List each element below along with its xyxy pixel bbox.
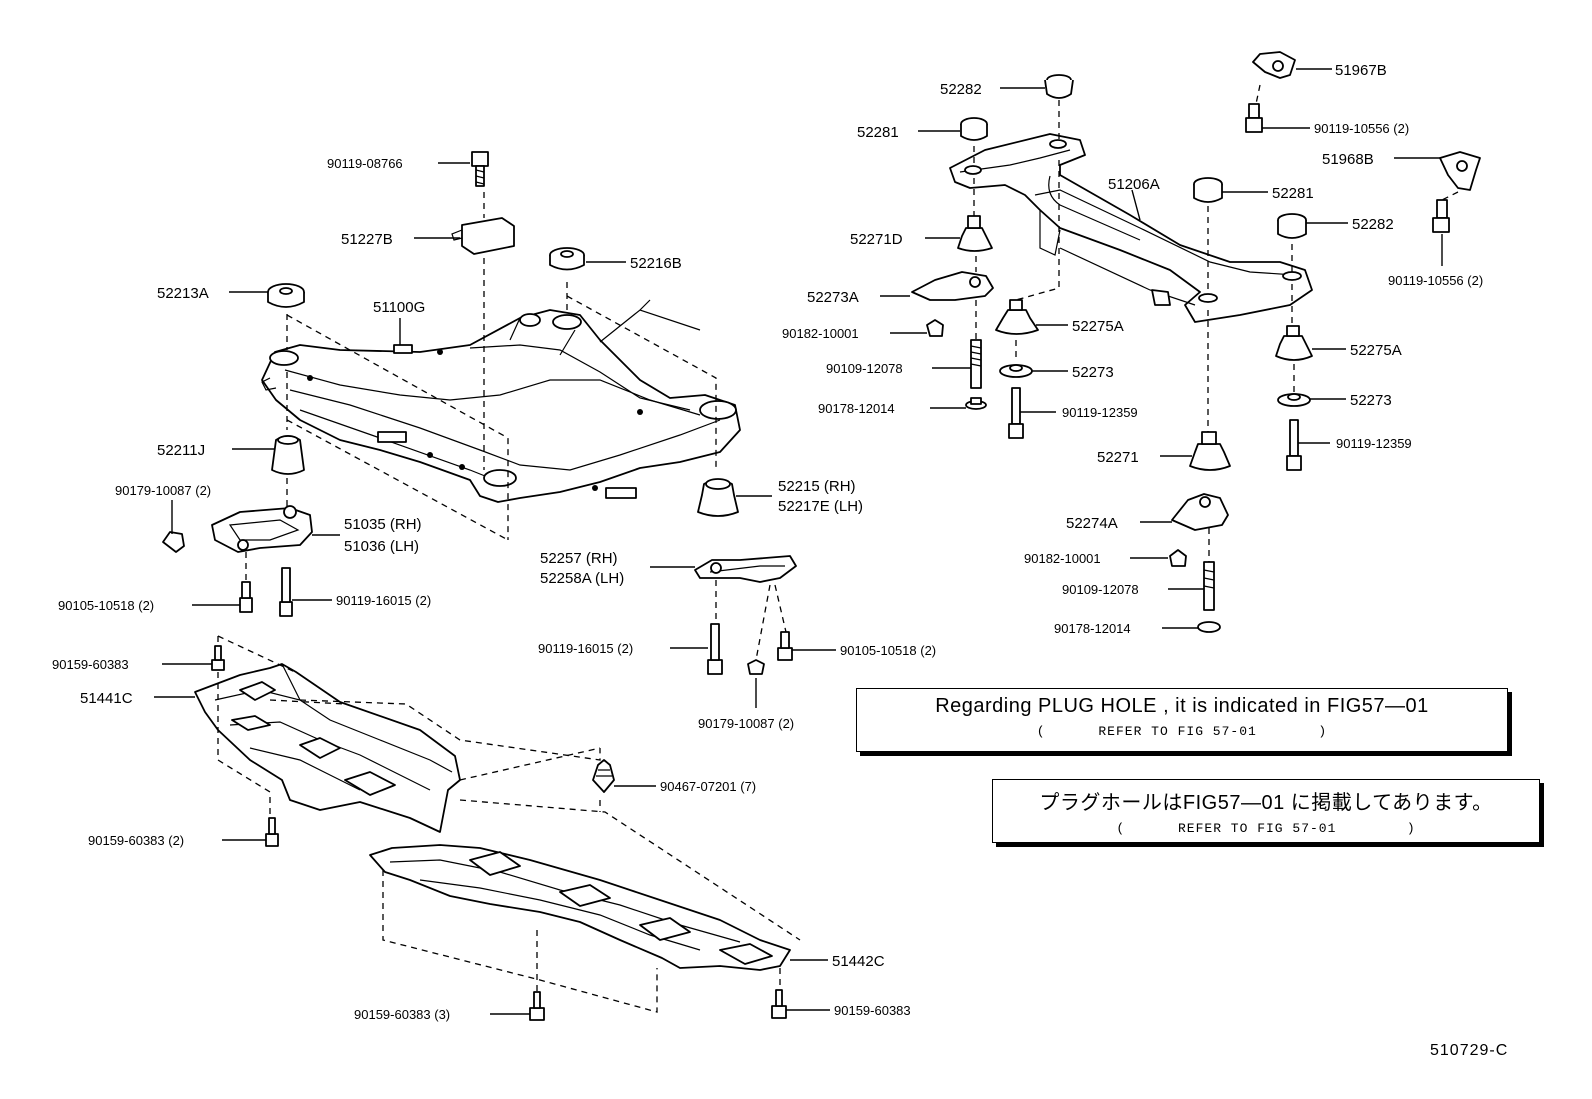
rear-member-cushions: [957, 74, 1313, 471]
label-90109-12078: 90109-12078: [1062, 582, 1139, 597]
label-90159-60383: 90159-60383 (3): [354, 1007, 450, 1022]
japanese-note-text: プラグホールはFIG57—01 に掲載してあります。: [1039, 792, 1493, 814]
label-52273A: 52273A: [807, 289, 859, 306]
label-51227B: 51227B: [341, 231, 393, 248]
rear-suspension-member: [949, 133, 1313, 323]
label-90119-12359: 90119-12359: [1336, 436, 1412, 451]
label-51036: 51036 (LH): [344, 538, 419, 555]
label-90159-60383: 90159-60383 (2): [88, 833, 184, 848]
label-90179-10087: 90179-10087 (2): [698, 716, 794, 731]
engine-under-cover-51441C: [194, 663, 461, 833]
label-90119-16015: 90119-16015 (2): [538, 641, 633, 656]
front-member-brackets: [162, 505, 797, 583]
label-90467-07201: 90467-07201 (7): [660, 779, 756, 794]
label-52271D: 52271D: [850, 231, 903, 248]
label-90119-12359: 90119-12359: [1062, 405, 1138, 420]
label-90119-10556: 90119-10556 (2): [1314, 121, 1409, 136]
front-fasteners: [239, 151, 793, 675]
japanese-reference-note: プラグホールはFIG57—01 に掲載してあります。 ( REFER TO FI…: [992, 779, 1540, 843]
label-90182-10001: 90182-10001: [1024, 551, 1101, 566]
part-labels: 52282 51967B 52281 90119-10556 (2) 51968…: [52, 62, 1483, 1022]
label-52258A: 52258A (LH): [540, 570, 624, 587]
label-52213A: 52213A: [157, 285, 209, 302]
label-51206A: 51206A: [1108, 176, 1160, 193]
label-90178-12014: 90178-12014: [1054, 621, 1131, 636]
label-90109-12078: 90109-12078: [826, 361, 903, 376]
rear-guide-lines: [973, 84, 1459, 562]
label-52215: 52215 (RH): [778, 478, 856, 495]
label-90178-12014: 90178-12014: [818, 401, 895, 416]
label-52275A: 52275A: [1350, 342, 1402, 359]
label-52273: 52273: [1072, 364, 1114, 381]
label-90159-60383: 90159-60383: [52, 657, 129, 672]
english-reference-note: Regarding PLUG HOLE , it is indicated in…: [856, 688, 1508, 752]
label-90159-60383: 90159-60383: [834, 1003, 911, 1018]
label-52271: 52271: [1097, 449, 1139, 466]
label-90119-16015: 90119-16015 (2): [336, 593, 431, 608]
front-suspension-member: [261, 299, 741, 503]
engine-under-cover-51442C: [369, 844, 791, 971]
label-52257: 52257 (RH): [540, 550, 618, 567]
label-51442C: 51442C: [832, 953, 885, 970]
label-90119-10556: 90119-10556 (2): [1388, 273, 1483, 288]
label-52282: 52282: [1352, 216, 1394, 233]
front-member-cushions: [267, 247, 739, 517]
label-51035: 51035 (RH): [344, 516, 422, 533]
label-52274A: 52274A: [1066, 515, 1118, 532]
figure-id: 510729-C: [1430, 1042, 1509, 1059]
label-90179-10087: 90179-10087 (2): [115, 483, 211, 498]
label-52281: 52281: [1272, 185, 1314, 202]
label-90182-10001: 90182-10001: [782, 326, 859, 341]
label-90119-08766: 90119-08766: [327, 156, 403, 171]
cover-guide-lines: [217, 635, 801, 1013]
label-52282: 52282: [940, 81, 982, 98]
label-52273: 52273: [1350, 392, 1392, 409]
label-52216B: 52216B: [630, 255, 682, 272]
label-51100G: 51100G: [373, 299, 425, 316]
english-note-ref: ( REFER TO FIG 57-01 ): [1036, 724, 1328, 739]
japanese-note-ref: ( REFER TO FIG 57-01 ): [1116, 821, 1416, 836]
label-51967B: 51967B: [1335, 62, 1387, 79]
label-51441C: 51441C: [80, 690, 133, 707]
label-90105-10518: 90105-10518 (2): [840, 643, 936, 658]
label-52281: 52281: [857, 124, 899, 141]
label-51968B: 51968B: [1322, 151, 1374, 168]
cover-fasteners: [211, 645, 787, 1021]
label-52211J: 52211J: [157, 442, 205, 459]
label-52217E: 52217E (LH): [778, 498, 863, 515]
front-guide-lines: [245, 192, 787, 661]
label-90105-10518: 90105-10518 (2): [58, 598, 154, 613]
label-52275A: 52275A: [1072, 318, 1124, 335]
english-note-text: Regarding PLUG HOLE , it is indicated in…: [935, 695, 1429, 717]
leader-lines: [154, 68, 1443, 1015]
